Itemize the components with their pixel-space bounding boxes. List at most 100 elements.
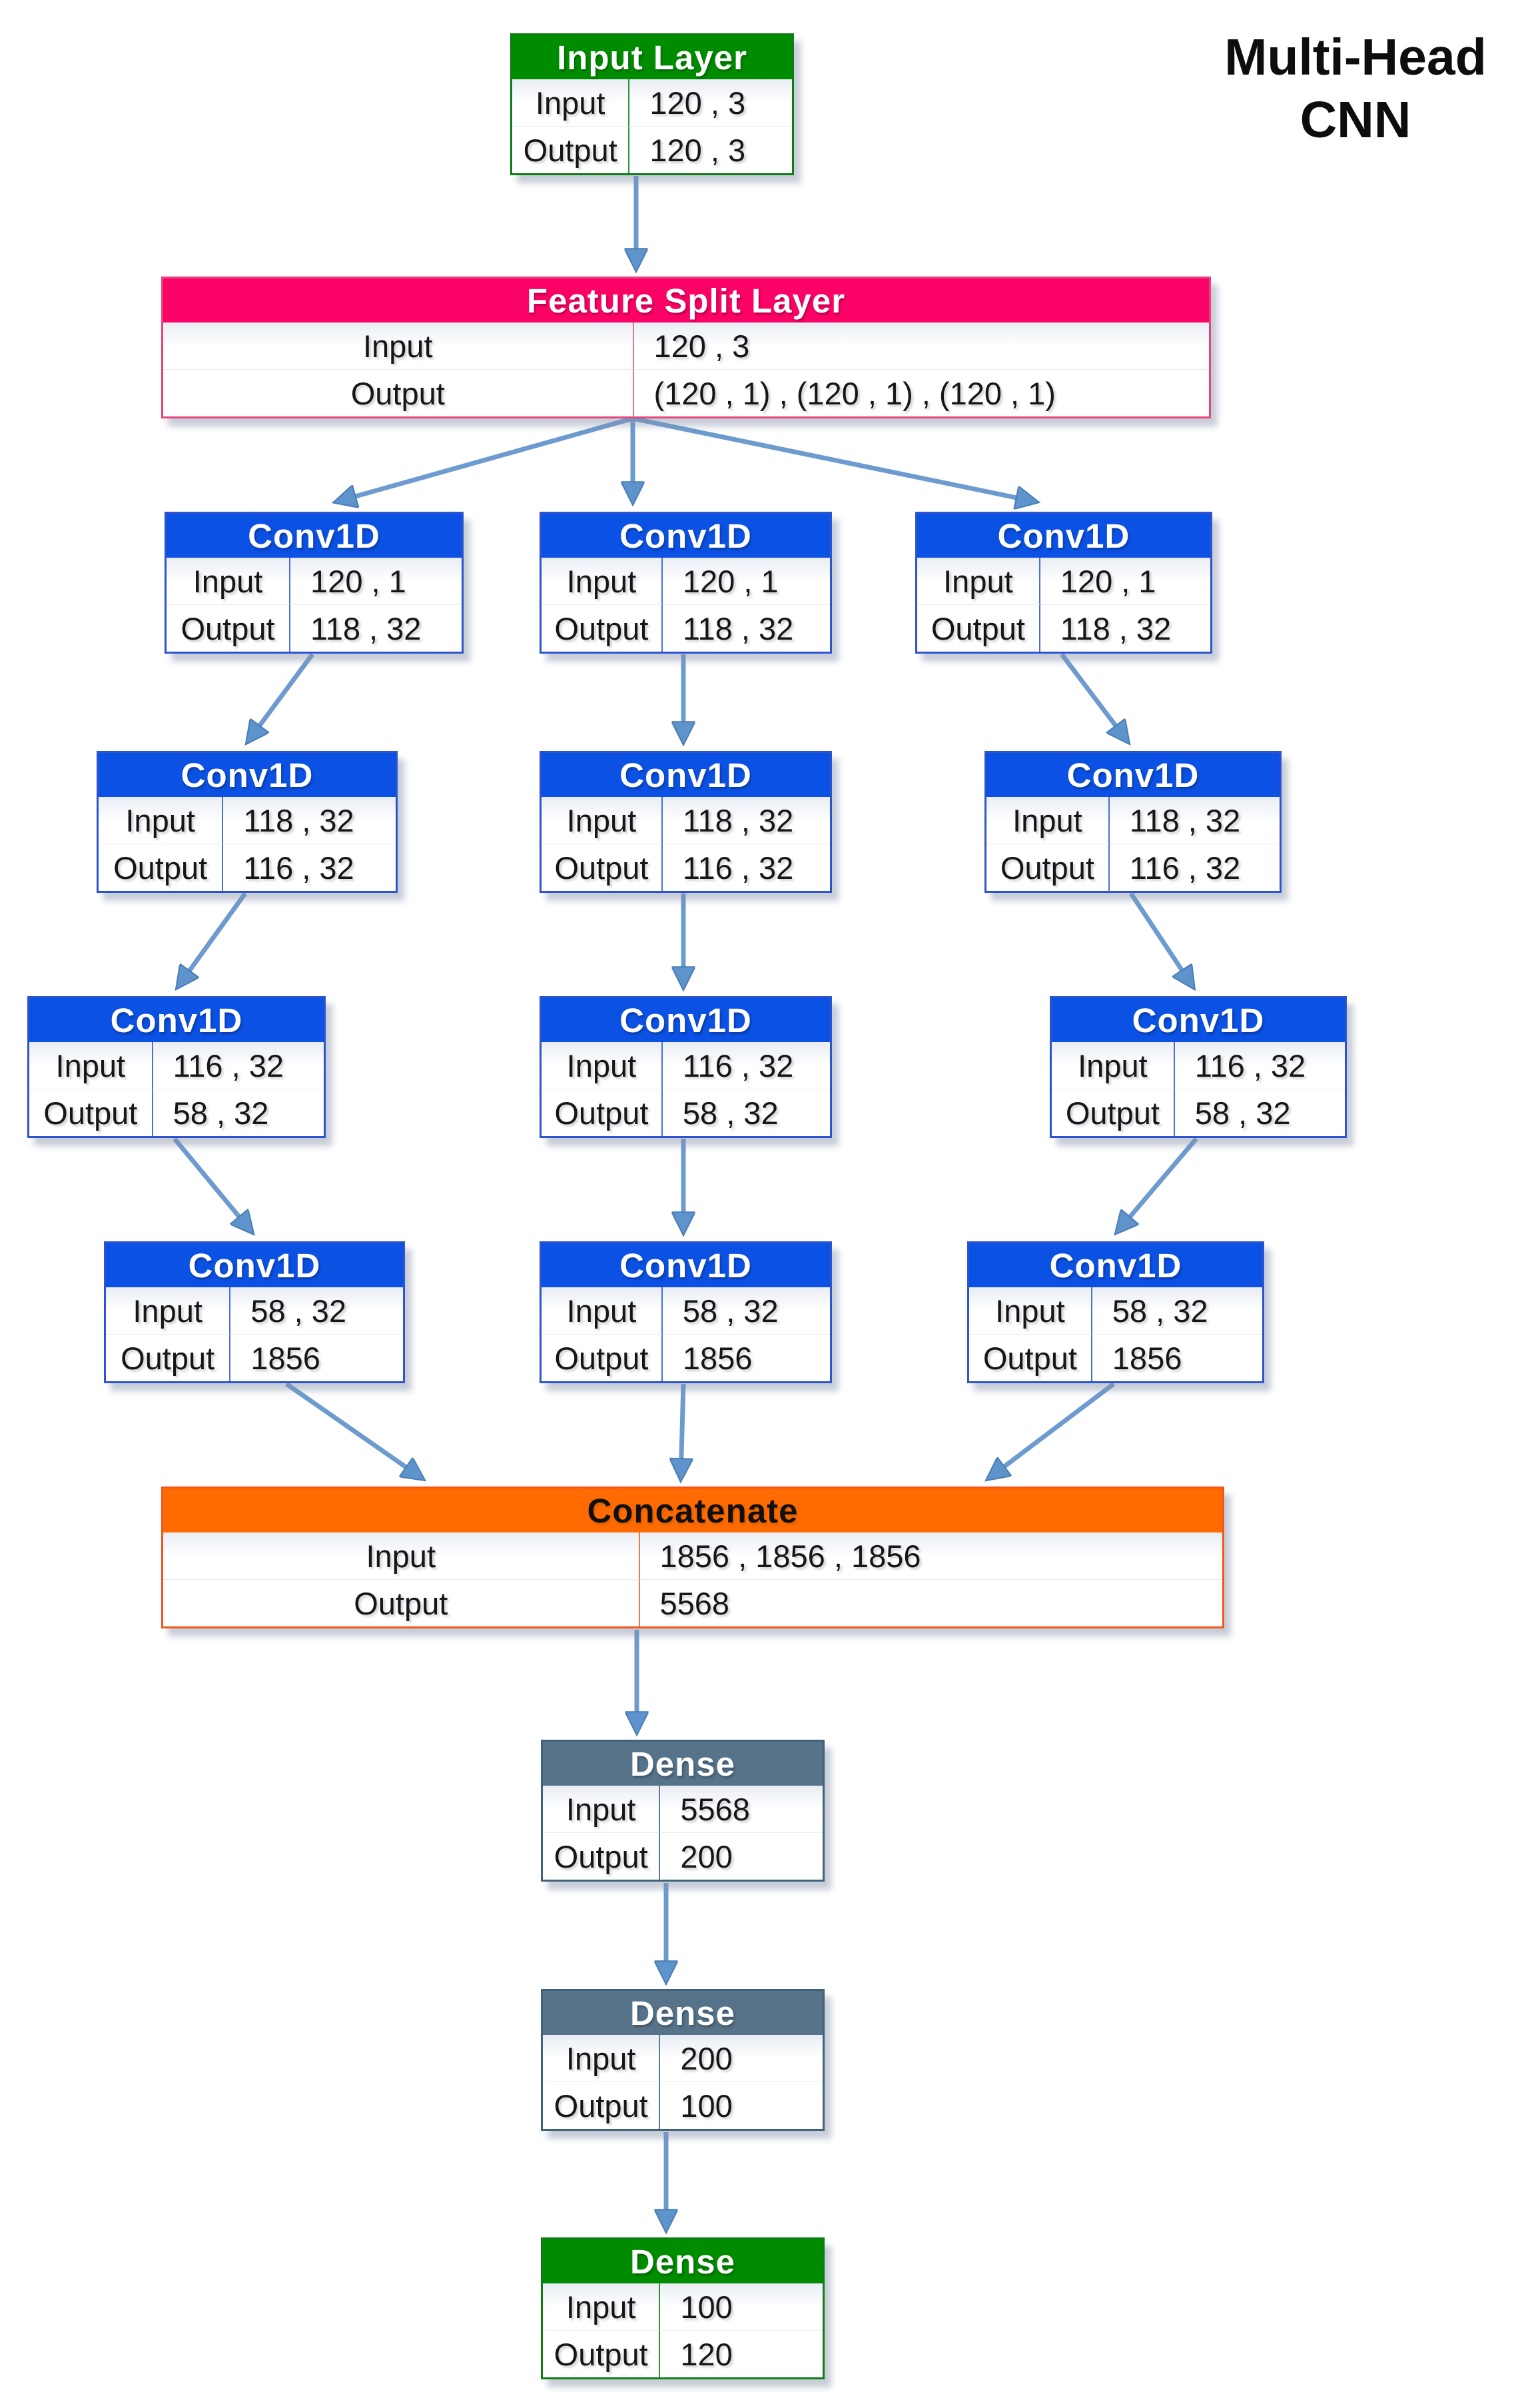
output-label: Output: [543, 1832, 661, 1880]
output-label: Output: [167, 604, 291, 652]
input-label: Input: [1052, 1042, 1175, 1089]
input-label: Input: [512, 79, 630, 126]
output-value: 100: [660, 2082, 823, 2129]
output-value: 118 , 32: [662, 604, 830, 652]
layer-box-conv1d-right-2: Conv1D Input 118 , 32 Output 116 , 32: [984, 751, 1282, 893]
output-value: 120 , 3: [629, 126, 792, 173]
input-label: Input: [99, 797, 224, 844]
layer-header: Dense: [543, 1742, 823, 1786]
layer-header: Conv1D: [29, 998, 324, 1042]
input-label: Input: [29, 1042, 153, 1089]
layer-box-conv1d-right-3: Conv1D Input 116 , 32 Output 58 , 32: [1050, 996, 1347, 1138]
layer-header: Conv1D: [1052, 998, 1345, 1042]
layer-box-conv1d-mid-1: Conv1D Input 120 , 1 Output 118 , 32: [540, 512, 832, 654]
input-value: 1856 , 1856 , 1856: [659, 1538, 921, 1574]
output-label: Output: [542, 1334, 663, 1381]
output-value: 118 , 32: [290, 604, 462, 652]
output-label: Output: [163, 369, 634, 416]
layer-box-conv1d-mid-3: Conv1D Input 116 , 32 Output 58 , 32: [540, 996, 832, 1138]
output-value: 1856: [1092, 1334, 1262, 1381]
layer-box-dense-1: Dense Input 5568 Output 200: [541, 1740, 825, 1882]
diagram-title: Multi-Head CNN: [1199, 27, 1512, 152]
input-label: Input: [917, 558, 1040, 604]
output-label: Output: [106, 1334, 231, 1381]
layer-box-concatenate: Concatenate Input 1856 , 1856 , 1856 Out…: [161, 1487, 1224, 1628]
output-value: 116 , 32: [1109, 844, 1280, 891]
output-label: Output: [917, 604, 1040, 652]
input-value: 116 , 32: [173, 1047, 284, 1083]
output-label: Output: [163, 1579, 640, 1626]
output-value: 1856: [662, 1334, 830, 1381]
layer-header: Feature Split Layer: [163, 279, 1209, 322]
output-value: 200: [660, 1832, 823, 1880]
input-value: 58 , 32: [682, 1293, 779, 1329]
output-value: 120: [660, 2330, 823, 2377]
input-value: 120 , 1: [682, 563, 779, 599]
layer-header: Conv1D: [106, 1243, 403, 1287]
layer-box-conv1d-left-4: Conv1D Input 58 , 32 Output 1856: [104, 1241, 405, 1383]
output-label: Output: [512, 126, 630, 173]
output-label: Output: [542, 604, 663, 652]
input-label: Input: [543, 1786, 661, 1832]
output-label: Output: [542, 1089, 663, 1136]
layer-header: Conv1D: [542, 753, 830, 797]
input-label: Input: [163, 322, 634, 369]
layer-header: Dense: [543, 1991, 823, 2035]
input-value: 118 , 32: [682, 802, 794, 838]
output-label: Output: [29, 1089, 153, 1136]
input-label: Input: [542, 1287, 663, 1334]
diagram-title-line1: Multi-Head: [1224, 29, 1487, 86]
layer-box-dense-output: Dense Input 100 Output 120: [541, 2237, 825, 2379]
output-label: Output: [543, 2330, 661, 2377]
output-label: Output: [986, 844, 1110, 891]
input-value: 200: [680, 2040, 733, 2076]
input-value: 58 , 32: [1112, 1293, 1208, 1329]
input-value: 120 , 1: [310, 563, 406, 599]
layer-box-conv1d-right-4: Conv1D Input 58 , 32 Output 1856: [967, 1241, 1264, 1383]
diagram-title-line2: CNN: [1300, 91, 1411, 149]
input-label: Input: [543, 2283, 661, 2330]
layer-header: Conv1D: [986, 753, 1280, 797]
input-label: Input: [986, 797, 1110, 844]
input-value: 120 , 1: [1060, 563, 1156, 599]
input-value: 5568: [680, 1791, 750, 1827]
output-value: 1856: [230, 1334, 403, 1381]
input-label: Input: [163, 1532, 640, 1579]
layer-box-conv1d-left-2: Conv1D Input 118 , 32 Output 116 , 32: [97, 751, 398, 893]
layer-header: Conv1D: [542, 998, 830, 1042]
layer-header: Dense: [543, 2239, 823, 2283]
input-label: Input: [106, 1287, 231, 1334]
output-value: 5568: [639, 1579, 1222, 1626]
output-value: 116 , 32: [223, 844, 396, 891]
layer-box-conv1d-left-3: Conv1D Input 116 , 32 Output 58 , 32: [27, 996, 326, 1138]
input-label: Input: [543, 2035, 661, 2082]
layer-box-feature-split: Feature Split Layer Input 120 , 3 Output…: [161, 277, 1211, 418]
input-value: 120 , 3: [653, 328, 750, 364]
output-label: Output: [542, 844, 663, 891]
input-value: 116 , 32: [1194, 1047, 1306, 1083]
input-value: 118 , 32: [1129, 802, 1241, 838]
input-label: Input: [542, 558, 663, 604]
input-value: 58 , 32: [250, 1293, 347, 1329]
layer-box-conv1d-right-1: Conv1D Input 120 , 1 Output 118 , 32: [915, 512, 1212, 654]
output-value: 58 , 32: [662, 1089, 830, 1136]
layer-box-conv1d-mid-2: Conv1D Input 118 , 32 Output 116 , 32: [540, 751, 832, 893]
layer-header: Conv1D: [167, 514, 462, 558]
layer-header: Conv1D: [99, 753, 396, 797]
layer-header: Conv1D: [917, 514, 1210, 558]
input-label: Input: [167, 558, 291, 604]
output-label: Output: [969, 1334, 1092, 1381]
output-value: 118 , 32: [1040, 604, 1210, 652]
output-value: 116 , 32: [662, 844, 830, 891]
input-label: Input: [542, 1042, 663, 1089]
layer-box-input: Input Layer Input 120 , 3 Output 120 , 3: [510, 33, 794, 175]
layer-header: Conv1D: [542, 514, 830, 558]
layer-header: Conv1D: [969, 1243, 1262, 1287]
layer-box-conv1d-mid-4: Conv1D Input 58 , 32 Output 1856: [540, 1241, 832, 1383]
input-value: 100: [680, 2289, 733, 2325]
layer-header: Conv1D: [542, 1243, 830, 1287]
input-value: 118 , 32: [243, 802, 354, 838]
output-label: Output: [99, 844, 224, 891]
layer-header: Input Layer: [512, 35, 792, 79]
